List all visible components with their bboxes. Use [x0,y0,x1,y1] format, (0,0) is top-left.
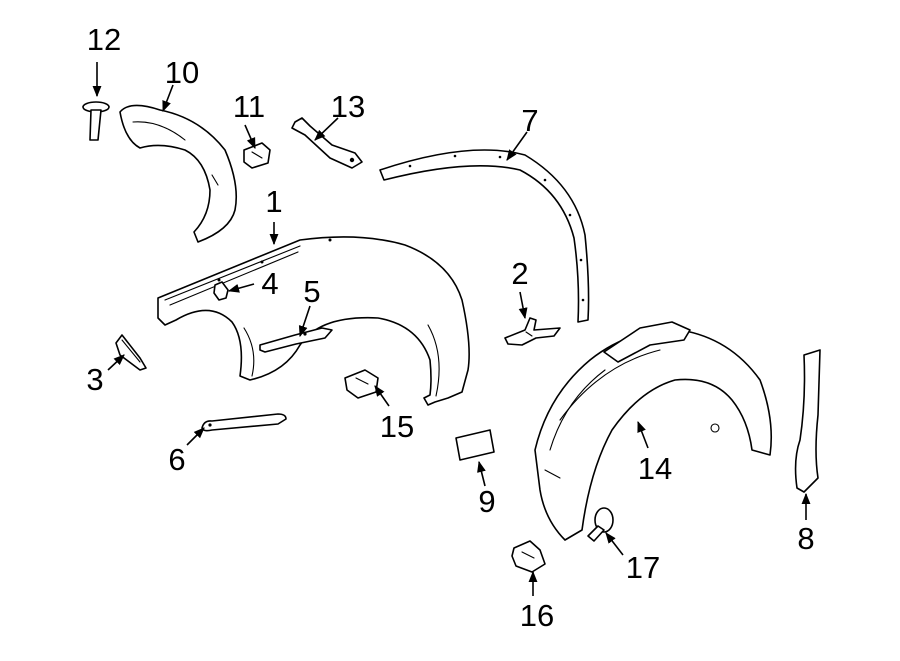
leader-lines [92,62,811,596]
callout-3: 3 [86,362,103,397]
callout-7: 7 [521,103,538,138]
callout-9: 9 [478,484,495,519]
bracket-part-2 [504,317,561,346]
clip-part-3 [115,334,147,371]
nut-part-4 [213,281,229,301]
bracket-part-11 [243,142,271,169]
callout-4: 4 [261,266,278,301]
seal-part-8 [794,349,821,493]
callout-5: 5 [303,274,320,309]
callout-15: 15 [380,409,414,444]
fender-part [157,236,470,406]
callout-17: 17 [626,550,660,585]
liner-part-14 [534,321,773,541]
callout-10: 10 [165,55,199,90]
callout-13: 13 [331,89,365,124]
callout-2: 2 [511,256,528,291]
pushpin-part-17 [587,507,614,542]
callout-12: 12 [87,22,121,57]
callout-6: 6 [168,442,185,477]
retainer-part-16 [511,540,546,573]
callout-14: 14 [638,451,672,486]
callout-8: 8 [797,521,814,556]
callout-11: 11 [233,89,265,124]
strip-part-6 [201,413,287,432]
shield-part-10 [119,104,238,243]
nut-part-15 [344,369,379,399]
callout-labels: 1 2 3 4 5 6 7 8 9 10 11 12 13 14 15 16 1… [86,22,814,633]
callout-1: 1 [265,184,282,219]
brace-part-13 [291,117,363,169]
callout-16: 16 [520,598,554,633]
pad-part-9 [455,429,495,461]
retainer-part-12 [82,101,110,141]
molding-part-7 [379,149,590,323]
